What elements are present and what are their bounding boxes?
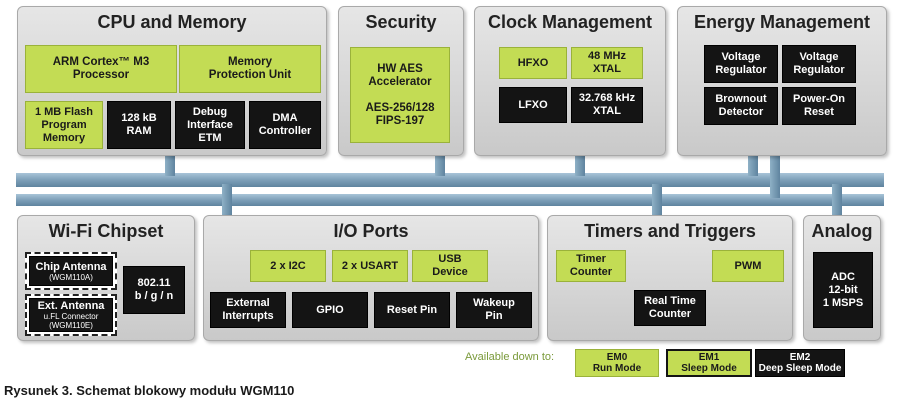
- ext-antenna-block: Ext. Antenna u.FL Connector (WGM110E): [25, 294, 117, 336]
- debug-etm-block: Debug Interface ETM: [175, 101, 245, 149]
- adc-block: ADC 12-bit 1 MSPS: [813, 252, 873, 328]
- legend-mode: EM0: [606, 352, 628, 363]
- legend-mode: EM1: [698, 352, 720, 363]
- usb-device-block: USB Device: [412, 250, 488, 282]
- ext-antenna-connector: u.FL Connector (WGM110E): [43, 312, 99, 330]
- legend-mode: EM2: [789, 352, 811, 363]
- bus-connector: [770, 150, 780, 198]
- timer-counter-block: Timer Counter: [556, 250, 626, 282]
- ram-block: 128 kB RAM: [107, 101, 171, 149]
- panel-title: Timers and Triggers: [584, 221, 756, 241]
- analog-panel: Analog ADC 12-bit 1 MSPS: [803, 215, 881, 341]
- panel-title: Security: [365, 12, 437, 32]
- bus-connector: [165, 150, 175, 176]
- clock-management-panel: Clock Management HFXO 48 MHz XTAL LFXO 3…: [474, 6, 666, 156]
- legend-em0: EM0 Run Mode: [575, 349, 659, 377]
- cpu-memory-panel: CPU and Memory ARM Cortex™ M3 Processor …: [17, 6, 327, 156]
- bus-connector: [575, 150, 585, 176]
- chip-antenna-inner: Chip Antenna (WGM110A): [29, 256, 113, 286]
- bus-connector: [748, 150, 758, 176]
- system-bus-bottom: [16, 194, 884, 206]
- gpio-block: GPIO: [292, 292, 368, 328]
- bus-connector: [435, 150, 445, 176]
- panel-title: Analog: [811, 221, 873, 241]
- security-panel: Security HW AES Accelerator AES-256/128 …: [338, 6, 464, 156]
- power-on-reset-block: Power-On Reset: [782, 87, 856, 125]
- legend-em2: EM2 Deep Sleep Mode: [755, 349, 845, 377]
- brownout-detector-block: Brownout Detector: [704, 87, 778, 125]
- panel-title: Wi-Fi Chipset: [48, 221, 164, 241]
- dma-controller-block: DMA Controller: [249, 101, 321, 149]
- chip-antenna-label: Chip Antenna: [35, 260, 107, 273]
- voltage-regulator-block: Voltage Regulator: [782, 45, 856, 83]
- bus-connector: [652, 184, 662, 216]
- mpu-block: Memory Protection Unit: [179, 45, 321, 93]
- legend-mode-name: Deep Sleep Mode: [758, 363, 842, 374]
- xtal-48mhz-block: 48 MHz XTAL: [571, 47, 643, 79]
- wifi-standard-block: 802.11 b / g / n: [123, 266, 185, 314]
- chip-antenna-block: Chip Antenna (WGM110A): [25, 252, 117, 290]
- flash-memory-block: 1 MB Flash Program Memory: [25, 101, 103, 149]
- ext-antenna-label: Ext. Antenna: [37, 300, 105, 312]
- chip-antenna-model: (WGM110A): [49, 272, 93, 282]
- hfxo-block: HFXO: [499, 47, 567, 79]
- legend-mode-name: Sleep Mode: [681, 363, 737, 374]
- aes-accelerator-block: HW AES Accelerator AES-256/128 FIPS-197: [350, 47, 450, 143]
- xtal-32khz-block: 32.768 kHz XTAL: [571, 87, 643, 123]
- system-bus-top: [16, 173, 884, 187]
- wifi-chipset-panel: Wi-Fi Chipset Chip Antenna (WGM110A) Ext…: [17, 215, 195, 341]
- bus-connector: [222, 184, 232, 216]
- panel-title: Energy Management: [693, 12, 871, 32]
- energy-management-panel: Energy Management Voltage Regulator Volt…: [677, 6, 887, 156]
- legend-label: Available down to:: [465, 351, 555, 363]
- pwm-block: PWM: [712, 250, 784, 282]
- ext-antenna-inner: Ext. Antenna u.FL Connector (WGM110E): [29, 298, 113, 332]
- lfxo-block: LFXO: [499, 87, 567, 123]
- timers-triggers-panel: Timers and Triggers Timer Counter PWM Re…: [547, 215, 793, 341]
- legend-mode-name: Run Mode: [592, 363, 642, 374]
- external-interrupts-block: External Interrupts: [210, 292, 286, 328]
- voltage-regulator-block: Voltage Regulator: [704, 45, 778, 83]
- arm-cortex-m3-block: ARM Cortex™ M3 Processor: [25, 45, 177, 93]
- legend-em1: EM1 Sleep Mode: [666, 349, 752, 377]
- panel-title: Clock Management: [487, 12, 653, 32]
- figure-caption: Rysunek 3. Schemat blokowy modułu WGM110: [4, 383, 295, 398]
- usart-block: 2 x USART: [332, 250, 408, 282]
- real-time-counter-block: Real Time Counter: [634, 290, 706, 326]
- i2c-block: 2 x I2C: [250, 250, 326, 282]
- reset-pin-block: Reset Pin: [374, 292, 450, 328]
- bus-connector: [832, 184, 842, 216]
- wakeup-pin-block: Wakeup Pin: [456, 292, 532, 328]
- io-ports-panel: I/O Ports 2 x I2C 2 x USART USB Device E…: [203, 215, 539, 341]
- panel-title: I/O Ports: [333, 221, 409, 241]
- panel-title: CPU and Memory: [97, 12, 247, 32]
